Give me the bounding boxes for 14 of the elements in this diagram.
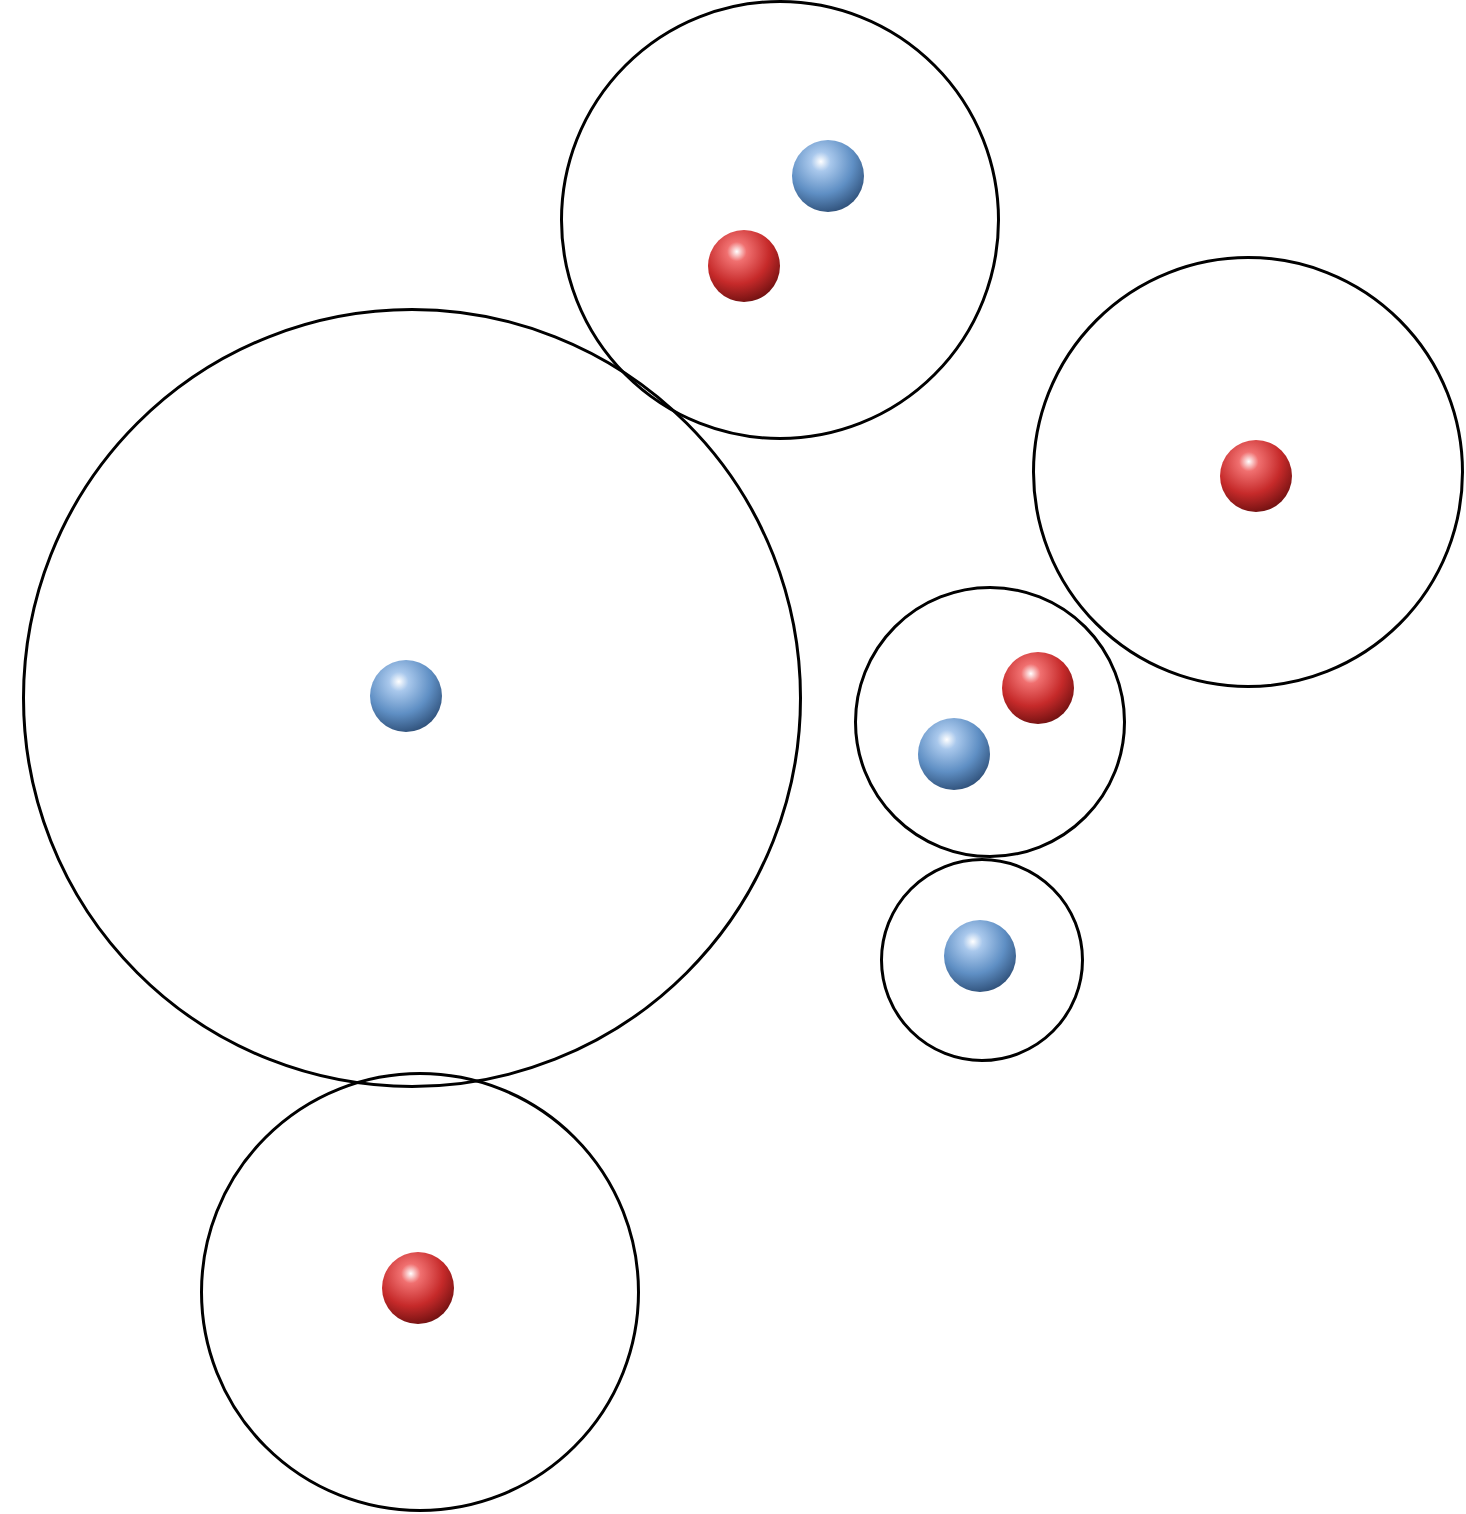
outline-circle	[854, 586, 1126, 858]
ball	[792, 140, 864, 212]
ball	[1220, 440, 1292, 512]
ball	[1002, 652, 1074, 724]
outline-circle	[200, 1072, 640, 1512]
ball	[944, 920, 1016, 992]
ball	[370, 660, 442, 732]
ball	[382, 1252, 454, 1324]
ball	[918, 718, 990, 790]
outline-circle	[1032, 256, 1464, 688]
ball	[708, 230, 780, 302]
outline-circle	[22, 308, 802, 1088]
outline-circle	[560, 0, 1000, 440]
outline-circle	[880, 858, 1084, 1062]
